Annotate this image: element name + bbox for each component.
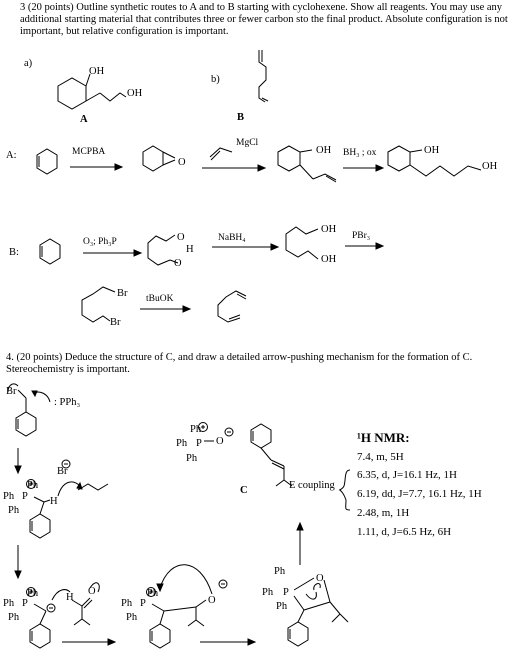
- nmr-line: 7.4, m, 5H: [357, 451, 404, 463]
- part-b-label: b): [211, 74, 220, 85]
- atom-p: P: [283, 587, 289, 598]
- atom-o: O: [174, 258, 182, 269]
- q3-prompt: 3 (20 points) Outline synthetic routes t…: [20, 2, 508, 37]
- phosphonium-salt: [14, 459, 109, 580]
- atom-oh: OH: [321, 224, 337, 235]
- atom-ph: Ph: [176, 438, 188, 449]
- atom-ph: Ph: [27, 480, 39, 491]
- q4-prompt: 4. (20 points) Deduce the structure of C…: [6, 352, 473, 375]
- atom-oh: OH: [424, 145, 440, 156]
- atom-br: Br: [6, 386, 17, 397]
- nmr-title: ¹H NMR:: [357, 430, 410, 445]
- atom-br: Br: [117, 288, 128, 299]
- atom-h: H: [66, 592, 74, 603]
- atom-p: P: [22, 491, 28, 502]
- atom-ph: Ph: [3, 491, 15, 502]
- atom-oh: OH: [482, 161, 498, 172]
- reagent-nabh4: NaBH₄: [218, 233, 246, 243]
- target-B-structure: [258, 50, 269, 103]
- target-A-label: A: [80, 114, 88, 125]
- atom-oh: OH: [321, 254, 337, 265]
- ylide-and-aldehyde: [26, 582, 117, 649]
- atom-ph: Ph: [121, 598, 133, 609]
- atom-h: H: [50, 496, 58, 507]
- atom-p: P: [22, 598, 28, 609]
- atom-o: O: [177, 232, 185, 243]
- route-b-label: B:: [9, 247, 19, 258]
- atom-o: O: [208, 595, 216, 606]
- reagent-bh3-ox: BH₃ ; ox: [343, 148, 377, 158]
- atom-ph: Ph: [276, 601, 288, 612]
- atom-br: Br: [110, 317, 121, 328]
- target-B-label: B: [237, 112, 245, 123]
- nmr-line: 6.19, dd, J=7.7, 16.1 Hz, 1H: [357, 488, 482, 500]
- nmr-brace: [339, 469, 351, 511]
- reagent-pbr3: PBr₃: [352, 231, 371, 241]
- atom-oh: OH: [316, 145, 332, 156]
- reagent-grignard: MgCl: [236, 138, 259, 148]
- reagent-ozonolysis: O₃; Ph₃P: [83, 237, 117, 247]
- atom-ph: Ph: [8, 612, 20, 623]
- atom-ph: Ph: [126, 612, 138, 623]
- atom-p: P: [140, 598, 146, 609]
- product-C-label: C: [240, 485, 248, 496]
- e-coupling-note: E coupling: [289, 480, 335, 491]
- phosphine-oxide: [198, 422, 234, 442]
- nmr-line: 1.11, d, J=6.5 Hz, 6H: [357, 526, 452, 538]
- betaine: [146, 564, 257, 649]
- nmr-line: 2.48, m, 1H: [357, 507, 410, 519]
- atom-o: O: [88, 586, 96, 597]
- atom-p: P: [196, 438, 202, 449]
- route-b-structures: [39, 226, 385, 323]
- atom-oh: OH: [127, 88, 143, 99]
- reagent-mcpba: MCPBA: [72, 147, 106, 157]
- route-a-structures: [36, 145, 482, 183]
- atom-ph: Ph: [27, 588, 39, 599]
- reagent-tbuok: tBuOK: [146, 294, 174, 304]
- atom-ph: Ph: [8, 505, 20, 516]
- mechanism-step1: [7, 383, 51, 475]
- atom-ph: Ph: [190, 424, 202, 435]
- target-A-structure: [57, 73, 127, 110]
- oxaphosphetane: [287, 521, 349, 647]
- atom-o: O: [216, 436, 224, 447]
- atom-ph: Ph: [262, 587, 274, 598]
- route-a-label: A:: [6, 150, 17, 161]
- atom-oh: OH: [89, 66, 105, 77]
- atom-ph: Ph: [186, 453, 198, 464]
- atom-ph: Ph: [3, 598, 15, 609]
- reagent-pph3: : PPh₃: [54, 397, 81, 408]
- atom-o: O: [316, 573, 324, 584]
- bromide-ion: Br: [57, 466, 68, 477]
- atom-h: H: [186, 244, 194, 255]
- product-C-structure: [250, 423, 293, 487]
- atom-ph: Ph: [274, 566, 286, 577]
- atom-o: O: [178, 157, 186, 168]
- part-a-label: a): [24, 58, 33, 69]
- nmr-line: 6.35, d, J=16.1 Hz, 1H: [357, 469, 458, 481]
- atom-ph: Ph: [147, 588, 159, 599]
